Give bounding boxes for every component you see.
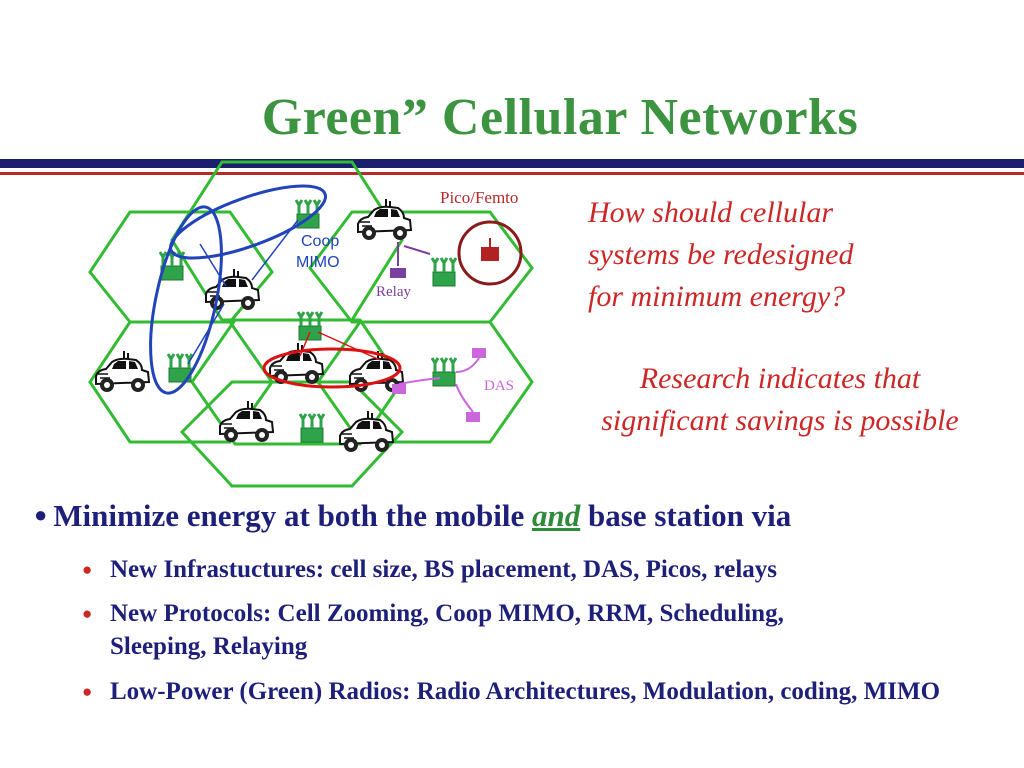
main-bullet-text-before: Minimize energy at both the mobile — [53, 498, 532, 533]
bullet-dot-icon: ● — [82, 560, 93, 579]
base-station-icon — [430, 356, 458, 388]
slide-title: Green” Cellular Networks — [261, 89, 859, 146]
main-bullet-emphasis: and — [532, 498, 581, 533]
base-station-icon — [298, 412, 326, 444]
pico-femto-circle — [457, 220, 523, 286]
question-line: How should cellular — [588, 196, 833, 229]
pico-femto-label: Pico/Femto — [440, 188, 518, 207]
car-icon — [219, 400, 274, 443]
car-icon — [205, 268, 260, 311]
relay-node-icon — [390, 268, 406, 278]
base-station-icon — [430, 256, 458, 288]
coop-links — [187, 219, 299, 365]
main-bullet-text-after: base station via — [580, 498, 792, 533]
car-icon — [95, 350, 150, 393]
bullet-dot-icon: ● — [82, 604, 93, 623]
hex-cell-lower-left — [88, 320, 274, 444]
question-line: systems be redesigned — [588, 238, 854, 271]
mimo-label: MIMO — [296, 254, 340, 271]
question-line: for minimum energy? — [588, 280, 846, 313]
coop-mimo-ellipse-left — [149, 205, 223, 395]
coop-ellipse-center — [262, 347, 402, 389]
hex-cell-upper-right — [308, 210, 534, 324]
bullet-dot-icon: ● — [34, 502, 48, 527]
red-links — [299, 331, 381, 361]
title-rule-red — [0, 172, 1024, 175]
research-line: Research indicates that — [639, 362, 921, 395]
sub-bullet-text: Low-Power (Green) Radios: Radio Architec… — [110, 678, 941, 705]
das-antenna-icons — [392, 348, 486, 422]
sub-bullet: ● Low-Power (Green) Radios: Radio Archit… — [82, 675, 982, 708]
title-rule-navy — [0, 159, 1024, 168]
coop-label: Coop — [301, 233, 339, 250]
cellular-network-diagram: Pico/Femto Coop MIMO Relay DAS — [88, 160, 534, 488]
sub-bullet-text: New Protocols: Cell Zooming, Coop MIMO, … — [110, 600, 784, 660]
sub-bullet: ● New Protocols: Cell Zooming, Coop MIMO… — [82, 597, 882, 663]
relay-label: Relay — [376, 284, 411, 300]
car-icon — [357, 198, 412, 241]
das-label: DAS — [484, 378, 514, 394]
research-text: Research indicates that significant savi… — [560, 358, 1000, 442]
sub-bullet-text: New Infrastuctures: cell size, BS placem… — [110, 556, 778, 583]
research-line: significant savings is possible — [601, 404, 959, 437]
main-bullet: ●Minimize energy at both the mobile and … — [34, 498, 1014, 534]
base-station-icon — [296, 310, 324, 342]
pico-femto-node-icon — [481, 247, 499, 261]
question-text: How should cellular systems be redesigne… — [588, 192, 888, 318]
sub-bullet: ● New Infrastuctures: cell size, BS plac… — [82, 553, 1002, 586]
bullet-dot-icon: ● — [82, 682, 93, 701]
